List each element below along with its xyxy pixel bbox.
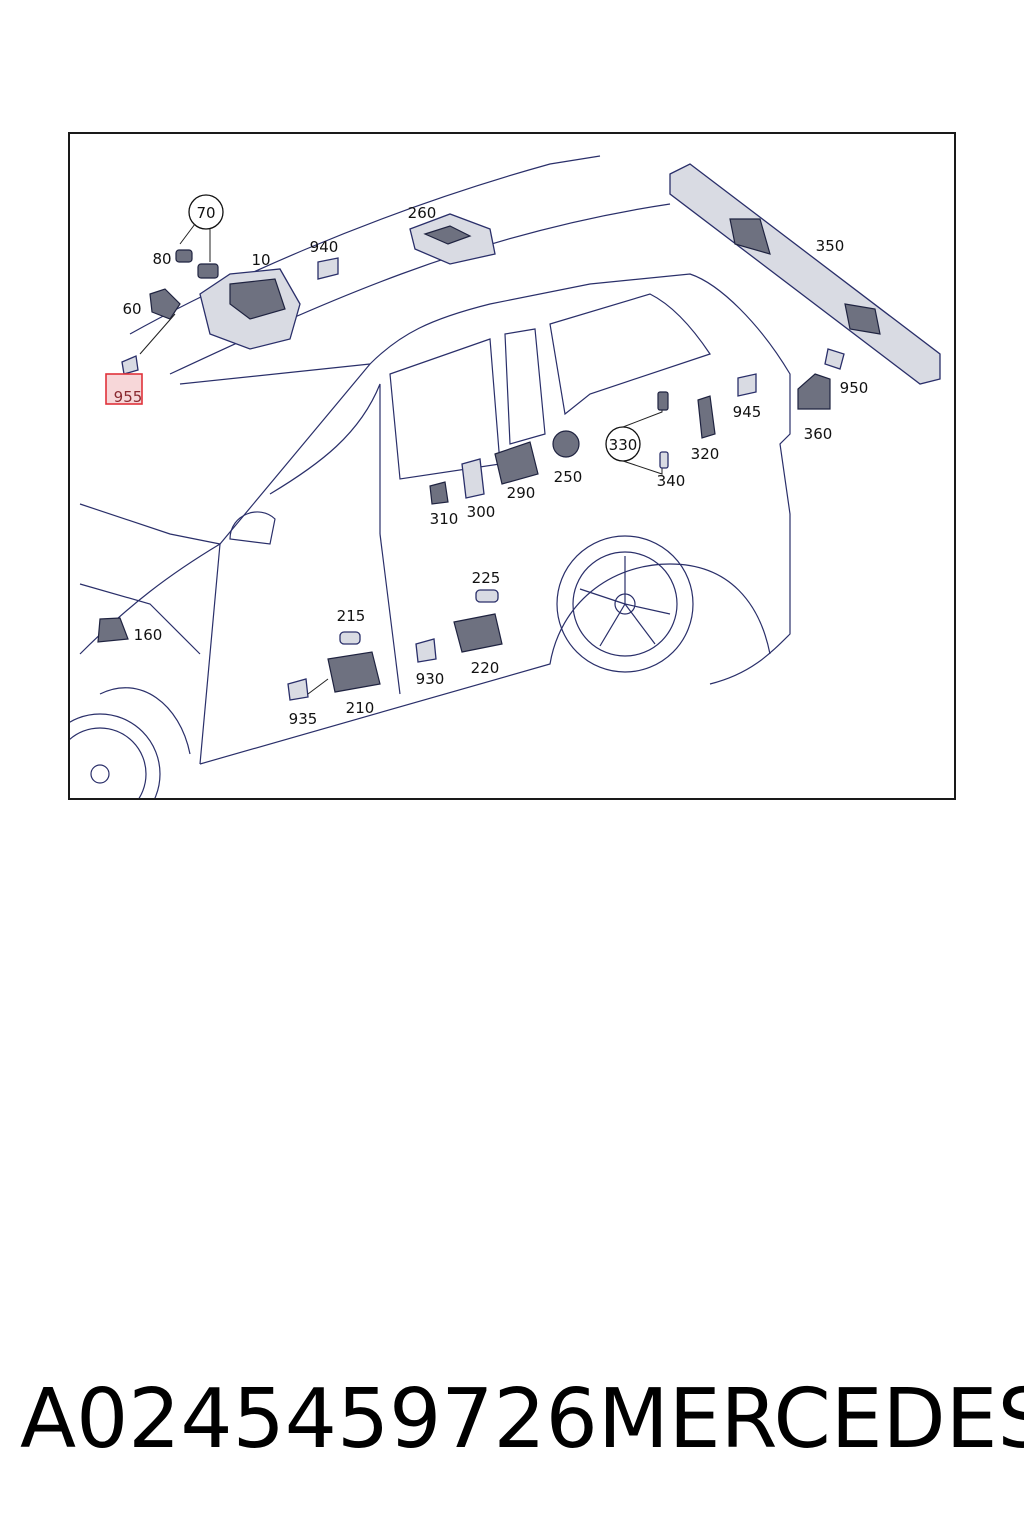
- label-210: 210: [346, 699, 375, 717]
- part-955-highlight: [105, 355, 143, 405]
- label-935: 935: [289, 710, 318, 728]
- label-290: 290: [507, 484, 536, 502]
- label-945: 945: [733, 403, 762, 421]
- part-935: [287, 678, 329, 701]
- label-160: 160: [134, 626, 163, 644]
- brand-name: MERCEDES: [598, 1372, 1024, 1467]
- part-945: [737, 373, 757, 397]
- part-940: [317, 257, 339, 280]
- part-320: [697, 395, 716, 439]
- footer: A0245459726 MERCEDES: [0, 1370, 1024, 1470]
- part-950: [797, 348, 845, 410]
- label-80: 80: [152, 250, 171, 268]
- label-215: 215: [337, 607, 366, 625]
- part-330-group: [605, 391, 669, 475]
- label-940: 940: [310, 238, 339, 256]
- part-225: [475, 589, 499, 603]
- label-225: 225: [472, 569, 501, 587]
- part-215: [339, 631, 361, 645]
- label-955: 955: [114, 388, 143, 406]
- rear-wheel: [556, 535, 694, 673]
- label-330: 330: [609, 436, 638, 454]
- label-350: 350: [816, 237, 845, 255]
- part-10-overhead-console: [199, 268, 301, 350]
- label-70: 70: [196, 204, 215, 222]
- label-320: 320: [691, 445, 720, 463]
- part-260-roof-console: [409, 213, 496, 265]
- part-300: [461, 458, 485, 499]
- part-60: [139, 288, 181, 355]
- label-930: 930: [416, 670, 445, 688]
- label-60: 60: [122, 300, 141, 318]
- diagram-frame: 70 80 10 940 60 955 260 350 950 945 360 …: [68, 132, 956, 800]
- label-300: 300: [467, 503, 496, 521]
- part-70-group: [175, 194, 224, 279]
- part-350-rear-trim: [669, 163, 941, 385]
- exploded-parts-diagram: 70 80 10 940 60 955 260 350 950 945 360 …: [70, 155, 941, 798]
- label-250: 250: [554, 468, 583, 486]
- label-340: 340: [657, 472, 686, 490]
- part-310: [429, 481, 449, 505]
- part-220: [453, 613, 503, 653]
- label-10: 10: [251, 251, 270, 269]
- part-210: [327, 651, 381, 693]
- label-220: 220: [471, 659, 500, 677]
- label-310: 310: [430, 510, 459, 528]
- label-360: 360: [804, 425, 833, 443]
- part-160: [97, 617, 129, 643]
- part-250: [552, 430, 580, 458]
- label-950: 950: [840, 379, 869, 397]
- part-290: [494, 441, 539, 485]
- front-wheel: [70, 713, 161, 798]
- part-930: [415, 638, 437, 663]
- label-260: 260: [408, 204, 437, 222]
- part-number: A0245459726: [20, 1372, 598, 1467]
